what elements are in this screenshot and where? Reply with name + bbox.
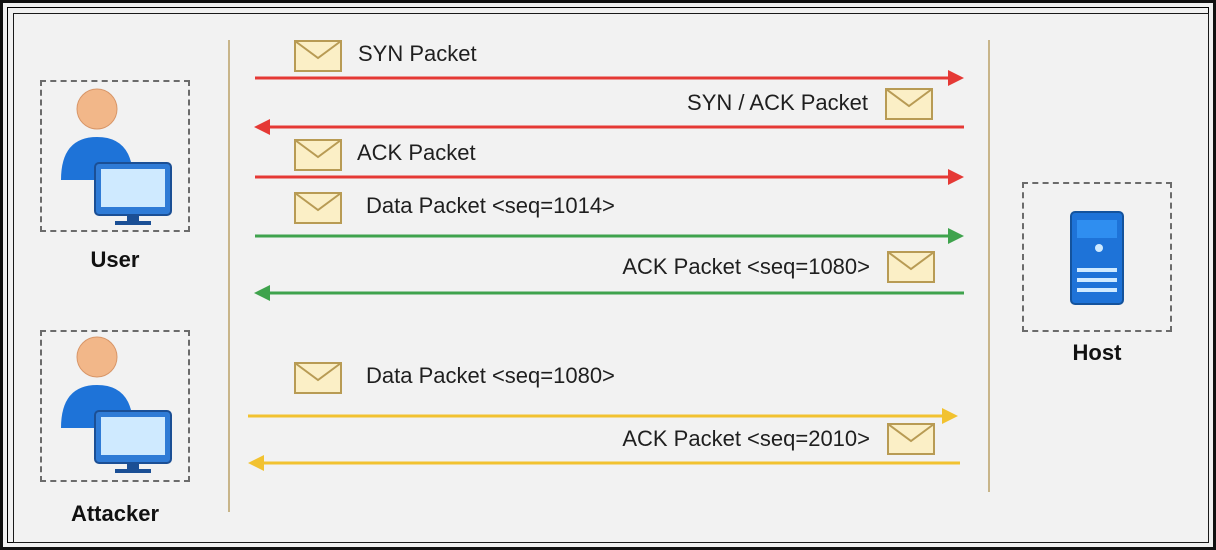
server-icon (1070, 211, 1124, 305)
envelope-icon (885, 88, 933, 120)
message-label-syn: SYN Packet (358, 41, 477, 66)
envelope-icon (887, 251, 935, 283)
user-lifeline (228, 40, 230, 512)
user-label: User (90, 247, 140, 272)
envelope-icon (294, 362, 342, 394)
user-box (40, 80, 190, 232)
message-label-syn-ack: SYN / ACK Packet (687, 90, 868, 115)
envelope-icon (294, 139, 342, 171)
message-label-ack-2010: ACK Packet <seq=2010> (622, 426, 870, 451)
message-label-ack-1080: ACK Packet <seq=1080> (622, 254, 870, 279)
host-box (1022, 182, 1172, 332)
message-label-data-1014: Data Packet <seq=1014> (366, 193, 615, 218)
user-computer-icon (61, 88, 172, 225)
envelope-icon (887, 423, 935, 455)
message-label-ack: ACK Packet (357, 140, 476, 165)
envelope-icon (294, 40, 342, 72)
attacker-computer-icon (61, 336, 172, 473)
diagram-canvas (13, 13, 1209, 543)
host-label: Host (1072, 340, 1122, 365)
attacker-box (40, 330, 190, 482)
message-label-data-1080: Data Packet <seq=1080> (366, 363, 615, 388)
attacker-label: Attacker (70, 501, 160, 526)
host-lifeline (988, 40, 990, 492)
envelope-icon (294, 192, 342, 224)
